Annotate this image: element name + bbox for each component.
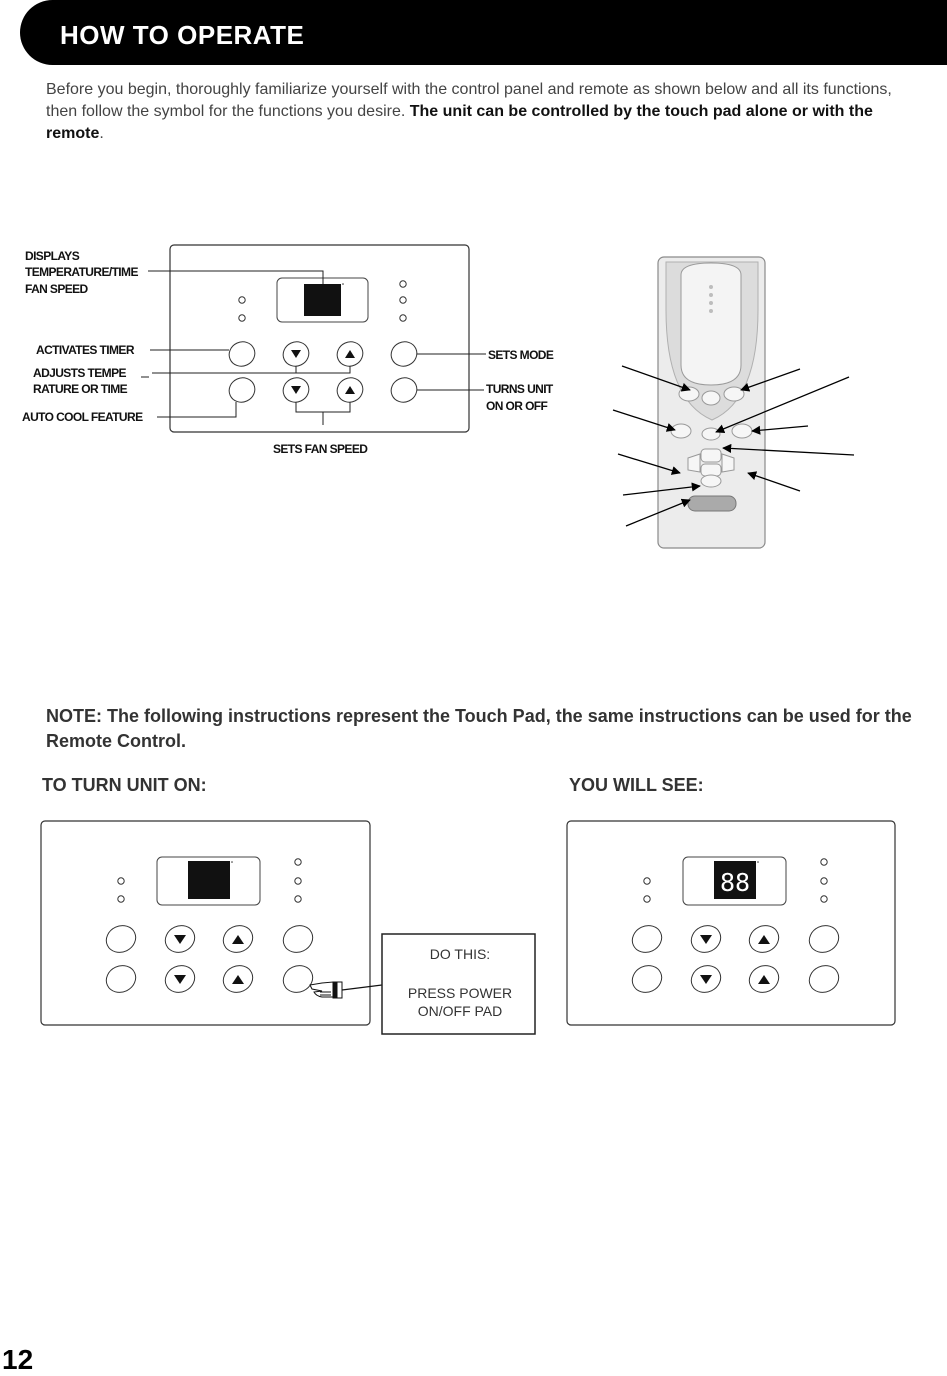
remote-button xyxy=(700,474,722,488)
touch-pad-after: 88 xyxy=(566,820,896,1026)
auto-cool-button xyxy=(105,965,137,993)
display-readout: 88 xyxy=(720,868,750,897)
intro-bold-text: The unit can be controlled by the touch … xyxy=(46,103,873,142)
intro-text: Before you begin, thoroughly familiarize… xyxy=(46,81,892,120)
pointing-hand-icon xyxy=(309,981,343,999)
do-this-box: DO THIS: PRESS POWER ON/OFF PAD xyxy=(381,933,536,1035)
remote-power-button xyxy=(687,495,737,512)
do-this-title: DO THIS: xyxy=(430,946,490,962)
indicator-light xyxy=(238,296,246,304)
label-adjusts-temp-1: ADJUSTS TEMPE xyxy=(33,366,126,380)
page-number: 12 xyxy=(2,1344,34,1375)
control-panel xyxy=(169,244,470,433)
label-temperature-time: TEMPERATURE/TIME xyxy=(25,265,138,279)
indicator-light xyxy=(820,858,828,866)
label-on-or-off: ON OR OFF xyxy=(486,399,548,413)
power-button xyxy=(390,377,418,403)
indicator-light xyxy=(399,296,407,304)
indicator-light xyxy=(117,877,125,885)
indicator-light xyxy=(399,280,407,288)
remote-button xyxy=(723,386,745,402)
timer-button xyxy=(631,925,663,953)
power-button xyxy=(808,965,840,993)
remote-button xyxy=(701,390,721,406)
panel-display xyxy=(188,861,230,899)
label-adjusts-temp-2: RATURE OR TIME xyxy=(33,382,128,396)
panel-display-lit xyxy=(714,861,756,899)
indicator-light xyxy=(820,877,828,885)
remote-button xyxy=(700,448,722,463)
do-this-line2: ON/OFF PAD xyxy=(418,1003,503,1019)
remote-control xyxy=(657,256,766,549)
header-bar xyxy=(20,0,947,65)
label-sets-mode: SETS MODE xyxy=(488,348,554,362)
mode-button xyxy=(808,925,840,953)
indicator-light xyxy=(294,877,302,885)
label-activates-timer: ACTIVATES TIMER xyxy=(36,343,135,357)
note-text: NOTE: The following instructions represe… xyxy=(46,706,912,751)
label-auto-cool: AUTO COOL FEATURE xyxy=(22,410,143,424)
label-displays: DISPLAYS xyxy=(25,249,80,263)
indicator-light xyxy=(238,314,246,322)
power-button xyxy=(282,965,314,993)
touch-pad-before xyxy=(40,820,371,1026)
indicator-light xyxy=(294,895,302,903)
auto-cool-button xyxy=(631,965,663,993)
remote-button xyxy=(731,423,753,439)
remote-button xyxy=(701,427,721,441)
connector-line xyxy=(341,984,383,991)
indicator-light xyxy=(399,314,407,322)
panel-display xyxy=(304,284,341,316)
panel-labels: DISPLAYS TEMPERATURE/TIME FAN SPEED ACTI… xyxy=(22,249,555,456)
turn-on-heading: TO TURN UNIT ON: xyxy=(42,775,207,795)
mode-button xyxy=(282,925,314,953)
indicator-light xyxy=(643,877,651,885)
remote-button xyxy=(670,423,692,439)
label-turns-unit: TURNS UNIT xyxy=(486,382,554,396)
indicator-light xyxy=(294,858,302,866)
page-title: HOW TO OPERATE xyxy=(60,20,305,50)
result-heading: YOU WILL SEE: xyxy=(569,775,704,795)
auto-cool-button xyxy=(228,377,256,403)
remote-arrows xyxy=(612,365,855,527)
intro-end: . xyxy=(99,125,104,142)
label-fan-speed-display: FAN SPEED xyxy=(25,282,89,296)
indicator-light xyxy=(643,895,651,903)
remote-button xyxy=(700,463,722,477)
timer-button xyxy=(228,341,256,367)
timer-button xyxy=(105,925,137,953)
indicator-light xyxy=(117,895,125,903)
indicator-light xyxy=(820,895,828,903)
intro-paragraph: Before you begin, thoroughly familiarize… xyxy=(46,79,906,145)
do-this-line1: PRESS POWER xyxy=(408,985,512,1001)
mode-button xyxy=(390,341,418,367)
label-sets-fan-speed: SETS FAN SPEED xyxy=(273,442,368,456)
leader-lines xyxy=(141,270,486,425)
